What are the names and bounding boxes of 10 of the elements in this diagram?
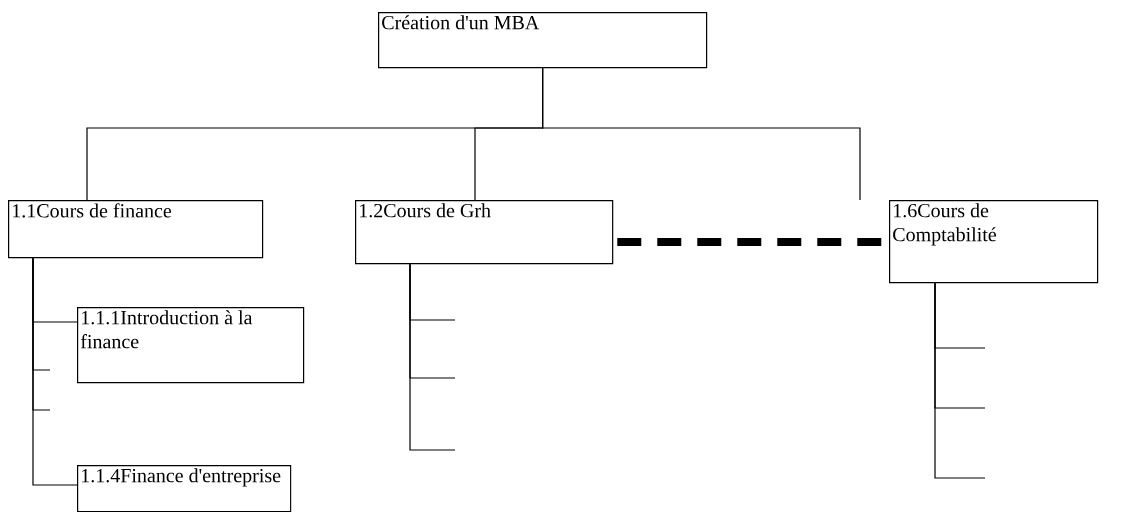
task-box: Création d'un MBA <box>378 12 708 69</box>
connector-line <box>542 67 861 201</box>
task-box: 1.1Cours de finance <box>8 200 264 259</box>
branch-line <box>32 257 51 411</box>
task-box: 1.1.1Introduction à la finance <box>77 307 305 384</box>
branch-line <box>409 263 456 451</box>
task-box: 1.6Cours de Comptabilité <box>889 200 1099 284</box>
task-box: 1.1.4Finance d'entreprise <box>77 465 292 512</box>
task-box: 1.2Cours de Grh <box>355 200 614 265</box>
branch-line <box>934 282 986 479</box>
